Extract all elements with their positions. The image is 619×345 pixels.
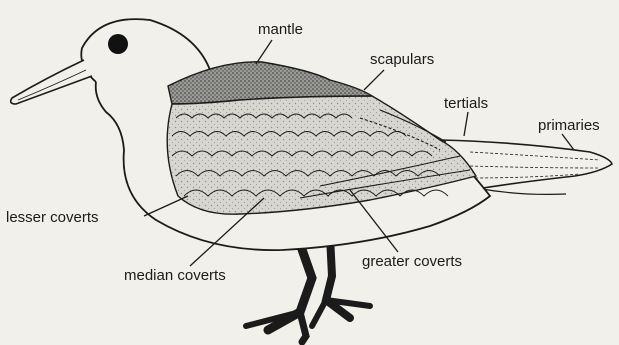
tertials-leader (464, 112, 468, 136)
label-scapulars: scapulars (370, 51, 434, 68)
label-lesser-coverts: lesser coverts (6, 209, 99, 226)
label-mantle: mantle (258, 21, 303, 38)
label-greater-coverts: greater coverts (362, 253, 462, 270)
label-primaries: primaries (538, 117, 600, 134)
beak (11, 60, 92, 104)
primaries-leader (562, 134, 574, 150)
label-tertials: tertials (444, 95, 488, 112)
mantle-leader (256, 40, 272, 64)
eye (108, 34, 128, 54)
label-median-coverts: median coverts (124, 267, 226, 284)
legs (246, 236, 370, 342)
scapulars-leader (364, 70, 384, 90)
